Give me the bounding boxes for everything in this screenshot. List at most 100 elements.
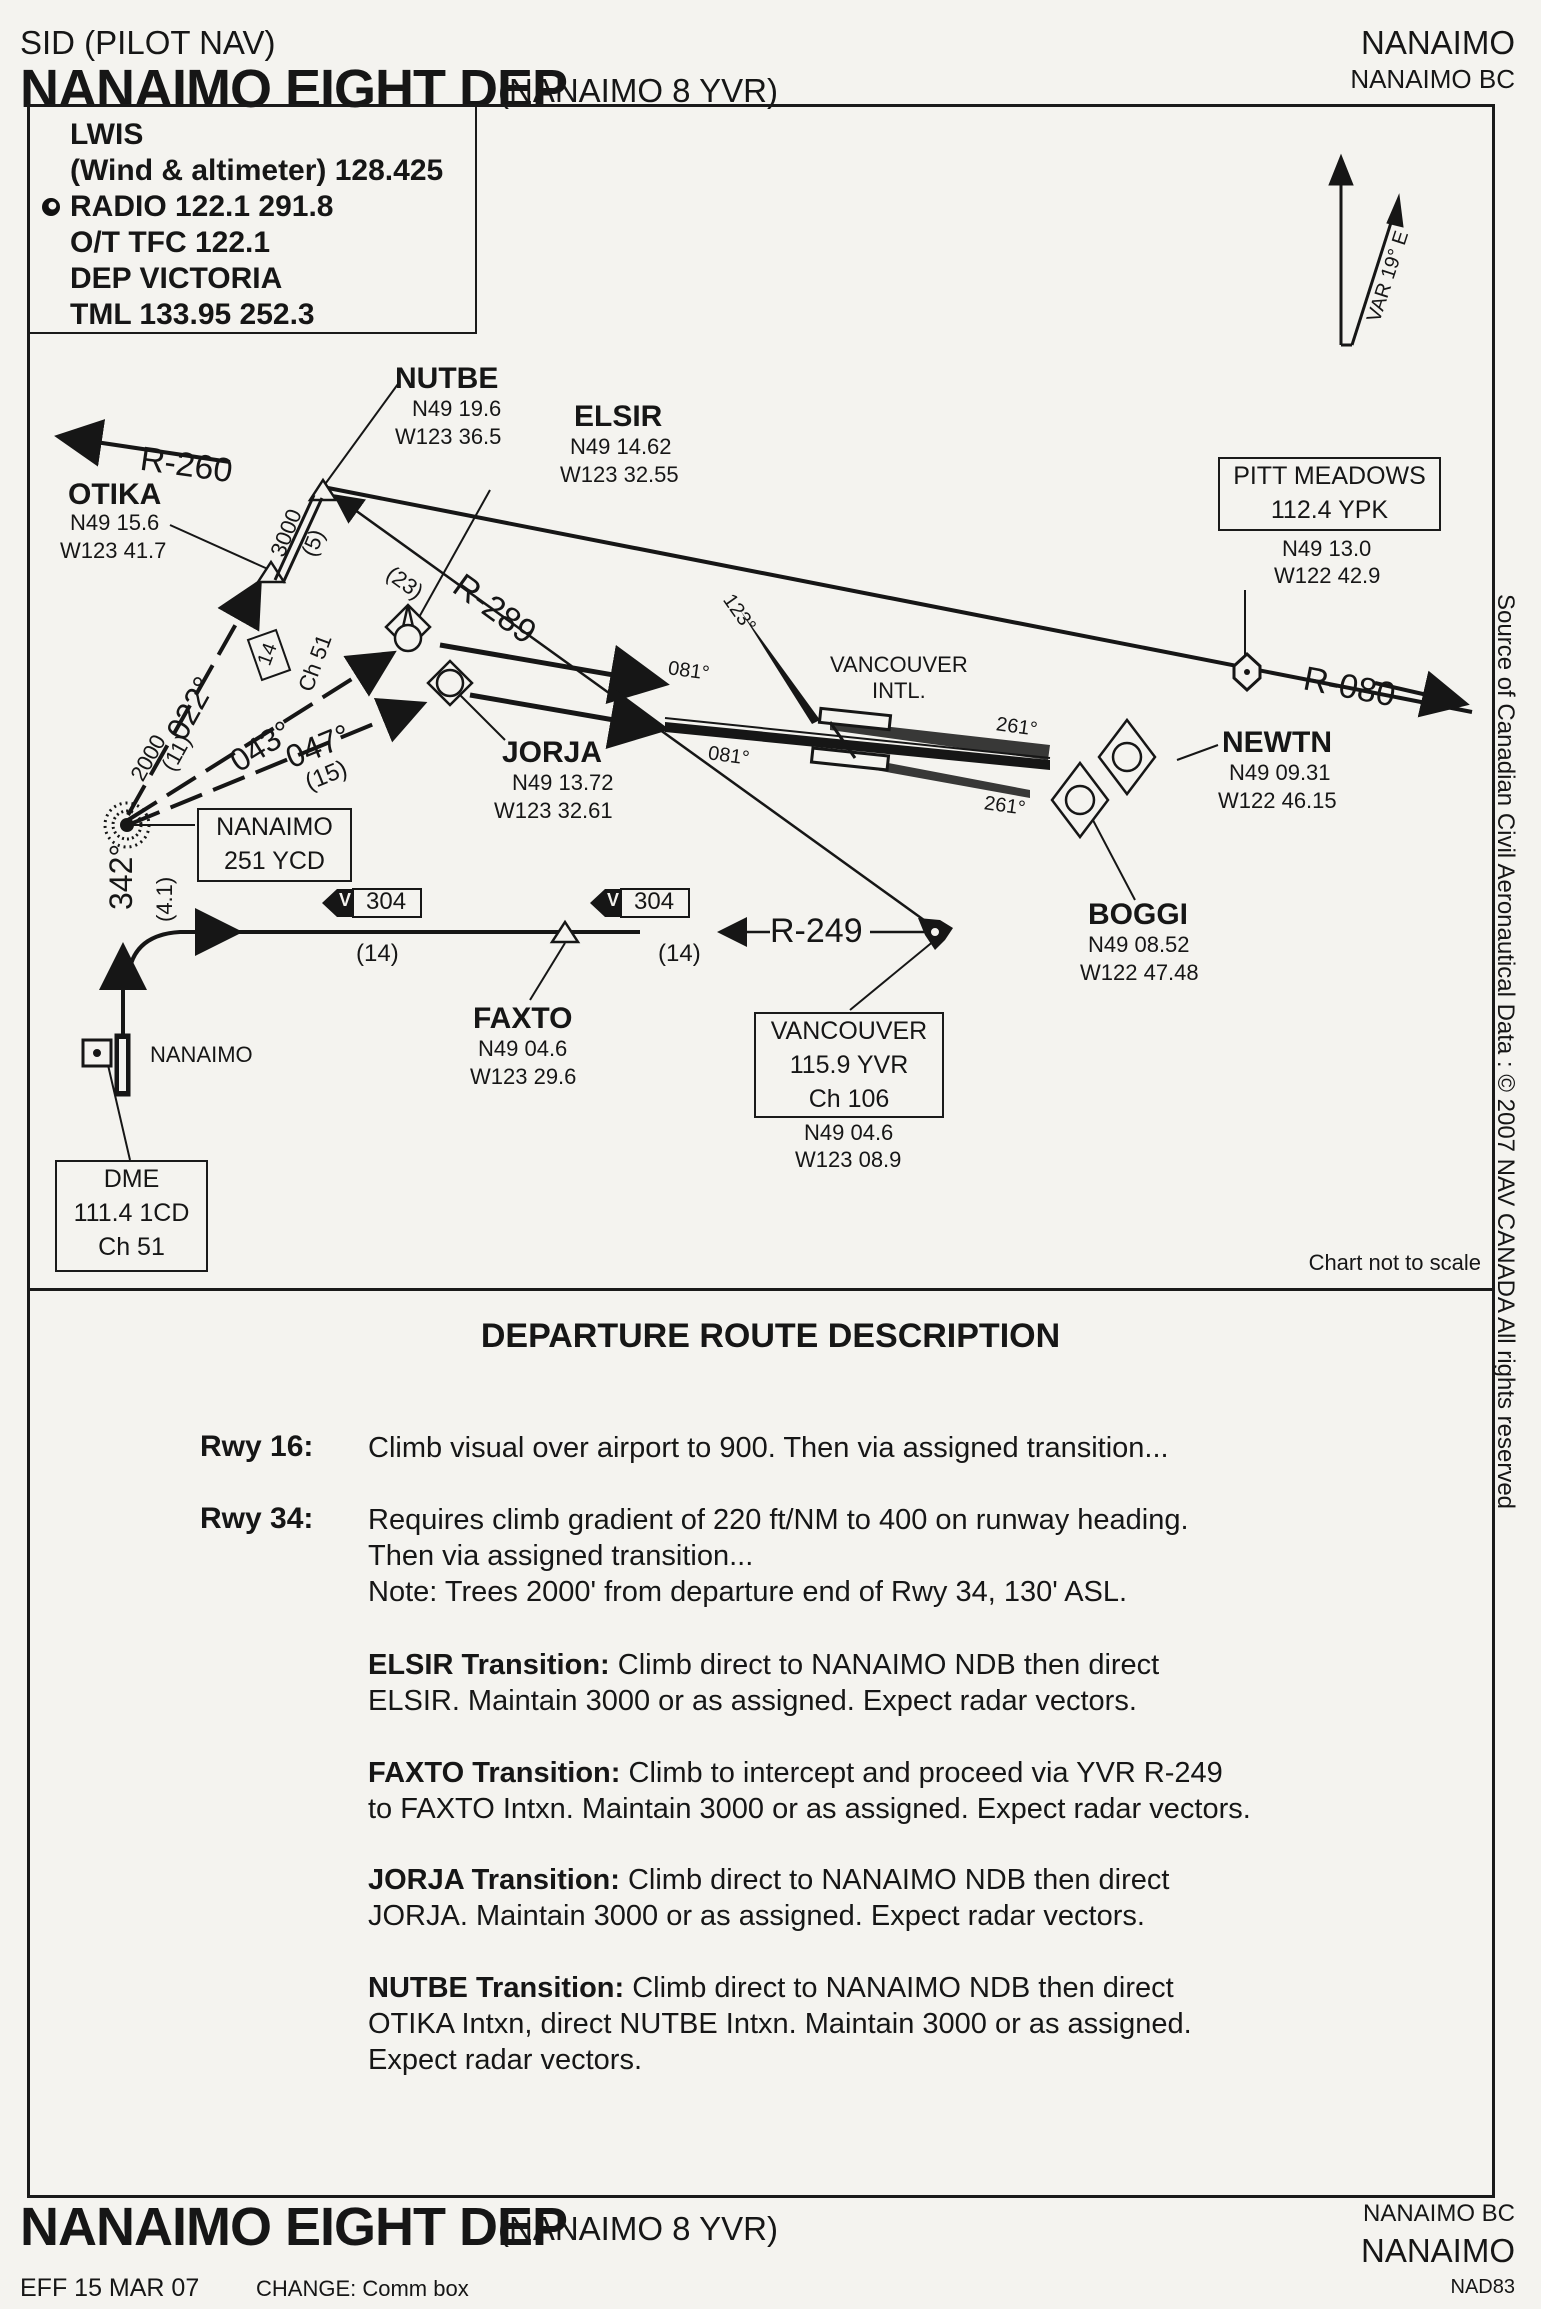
comm-line-wind: (Wind & altimeter) 128.425 xyxy=(70,154,444,187)
chart-subtitle: (NANAIMO 8 YVR) xyxy=(498,72,778,109)
leader-vor xyxy=(849,939,936,1011)
runway-extension-123 xyxy=(740,610,820,724)
elsir-circle xyxy=(393,623,423,653)
label-leg14b: (14) xyxy=(658,940,701,967)
elsir-transition: ELSIR Transition: Climb direct to NANAIM… xyxy=(368,1647,1368,1719)
jorja-transition: JORJA Transition: Climb direct to NANAIM… xyxy=(368,1862,1368,1934)
track-043 xyxy=(126,650,397,822)
section-divider xyxy=(27,1288,1495,1291)
nutbe-transition: NUTBE Transition: Climb direct to NANAIM… xyxy=(368,1970,1368,2078)
leader-faxto xyxy=(529,942,566,1001)
jorja-transition-text: Climb direct to NANAIMO NDB then direct … xyxy=(368,1864,1170,1932)
ndb-name: NANAIMO xyxy=(216,813,333,841)
elsir-lon: W123 32.55 xyxy=(560,462,679,487)
elsir-lat: N49 14.62 xyxy=(570,434,672,459)
vancouver-intl-line1: VANCOUVER xyxy=(830,652,968,677)
pitt-meadows-freq: 112.4 YPK xyxy=(1270,496,1389,524)
label-dist4-1: (4.1) xyxy=(152,876,177,922)
elsir-transition-text: Climb direct to NANAIMO NDB then direct … xyxy=(368,1649,1160,1717)
footer-subtitle: (NANAIMO 8 YVR) xyxy=(498,2210,778,2247)
comm-box xyxy=(30,104,477,334)
vor-name: VANCOUVER xyxy=(770,1017,928,1045)
comm-line-otfc: O/T TFC 122.1 xyxy=(70,226,271,259)
radio-dot-icon xyxy=(42,198,60,216)
footer-location: NANAIMO xyxy=(1360,2232,1515,2269)
jorja-transition-head: JORJA Transition: xyxy=(368,1864,620,1896)
nutbe-lat: N49 19.6 xyxy=(412,396,502,421)
airway-tag-v304a xyxy=(322,888,422,918)
elsir-transition-head: ELSIR Transition: xyxy=(368,1649,610,1681)
nanaimo-ndb-icon xyxy=(103,801,151,849)
faxto-fix-icon xyxy=(549,919,581,944)
nutbe-lon: W123 36.5 xyxy=(395,424,502,449)
chart-frame xyxy=(27,104,1495,2198)
newtn-lon: W122 46.15 xyxy=(1218,788,1337,813)
otika-name: OTIKA xyxy=(68,478,162,511)
route-line-r080 xyxy=(322,485,1473,714)
newtn-lat: N49 09.31 xyxy=(1229,760,1331,785)
label-r249: R-249 xyxy=(770,912,863,951)
vor-lon: W123 08.9 xyxy=(795,1147,902,1172)
leader-otika xyxy=(169,524,271,571)
comm-line-tml: TML 133.95 252.3 xyxy=(70,298,315,331)
otika-lon: W123 41.7 xyxy=(60,538,167,563)
faxto-transition-text: Climb to intercept and proceed via YVR R… xyxy=(368,1757,1251,1825)
pitt-lat: N49 13.0 xyxy=(1282,536,1372,561)
faxto-name: FAXTO xyxy=(473,1002,573,1035)
faxto-lat: N49 04.6 xyxy=(478,1036,568,1061)
label-v-a: V xyxy=(339,890,352,910)
newtn-name: NEWTN xyxy=(1222,726,1332,759)
footer-change: CHANGE: Comm box xyxy=(256,2276,469,2301)
jorja-name: JORJA xyxy=(502,736,603,769)
footer-title: NANAIMO EIGHT DEP xyxy=(20,2197,568,2257)
faxto-transition-head: FAXTO Transition: xyxy=(368,1757,621,1789)
label-leg14a: (14) xyxy=(356,940,399,967)
airway-tag-v304b xyxy=(590,888,690,918)
route-arrow-r080 xyxy=(1374,670,1470,718)
runway-extension-081b xyxy=(665,722,1050,770)
pitt-lon: W122 42.9 xyxy=(1274,563,1381,588)
comm-line-dep: DEP VICTORIA xyxy=(70,262,283,295)
track-otika-nutbe xyxy=(273,494,316,581)
footer-effective: EFF 15 MAR 07 xyxy=(20,2274,200,2302)
jorja-lat: N49 13.72 xyxy=(512,770,614,795)
pitt-meadows-name: PITT MEADOWS xyxy=(1233,462,1426,490)
vancouver-vortac-icon xyxy=(918,918,953,950)
rwy34-label: Rwy 34: xyxy=(200,1502,314,1535)
description-title: DEPARTURE ROUTE DESCRIPTION xyxy=(480,1317,1061,1355)
comm-line-lwis: LWIS xyxy=(70,118,144,151)
nanaimo-airport-icon xyxy=(81,1033,131,1097)
jorja-lon: W123 32.61 xyxy=(494,798,613,823)
otika-lat: N49 15.6 xyxy=(70,510,160,535)
leader-dme xyxy=(107,1064,131,1161)
elsir-name: ELSIR xyxy=(574,400,663,433)
footer-location-sub: NANAIMO BC xyxy=(1362,2200,1515,2227)
header-location: NANAIMO xyxy=(1360,24,1515,61)
nutbe-transition-head: NUTBE Transition: xyxy=(368,1972,625,2004)
label-v304b: 304 xyxy=(634,888,675,915)
dme-channel: Ch 51 xyxy=(98,1233,165,1261)
vancouver-runways xyxy=(809,706,893,772)
nanaimo-airport-label: NANAIMO xyxy=(150,1042,253,1067)
north-arrow-icon xyxy=(1328,153,1404,347)
dme-freq: 111.4 1CD xyxy=(73,1199,190,1227)
boggi-lat: N49 08.52 xyxy=(1088,932,1190,957)
boggi-lon: W122 47.48 xyxy=(1080,960,1199,985)
leader-newtn xyxy=(1176,744,1219,761)
nanaimo-ndb-box: NANAIMO 251 YCD xyxy=(197,808,352,882)
label-v304a: 304 xyxy=(366,888,407,915)
label-v-b: V xyxy=(607,890,620,910)
comm-line-radio: RADIO 122.1 291.8 xyxy=(70,190,334,223)
rwy16-text: Climb visual over airport to 900. Then v… xyxy=(368,1432,1169,1464)
nutbe-transition-text: Climb direct to NANAIMO NDB then direct … xyxy=(368,1972,1192,2076)
chart-type: SID (PILOT NAV) xyxy=(20,24,276,61)
leader-elsir xyxy=(407,489,491,638)
leader-jorja xyxy=(456,691,506,741)
label-not-to-scale: Chart not to scale xyxy=(1308,1250,1481,1275)
route-arrow-r260 xyxy=(54,419,231,467)
footer-datum: NAD83 xyxy=(1450,2276,1515,2298)
track-jorja-east xyxy=(469,689,670,750)
chart-map xyxy=(54,153,1473,1161)
vancouver-vor-box: VANCOUVER 115.9 YVR Ch 106 xyxy=(754,1012,944,1118)
nutbe-fix-icon xyxy=(307,477,339,502)
